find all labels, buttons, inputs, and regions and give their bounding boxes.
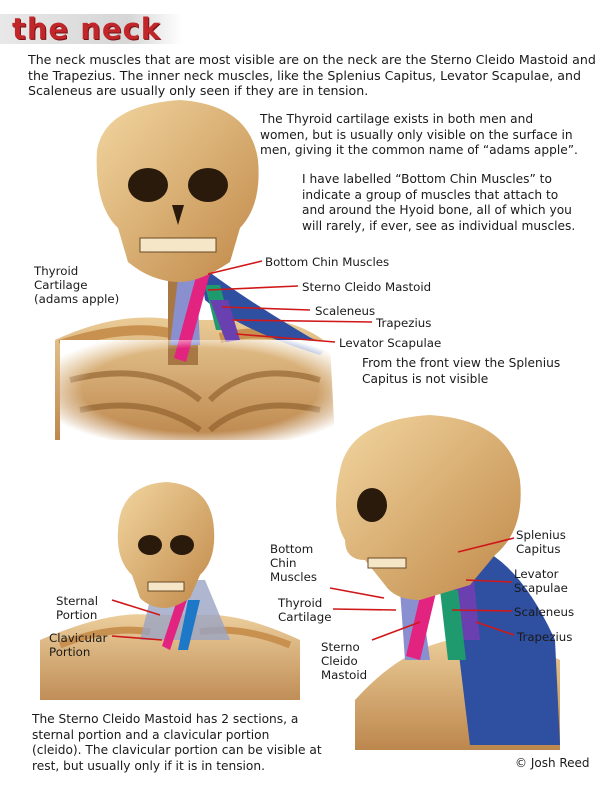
label-sterno-front: Sterno Cleido Mastoid (302, 280, 431, 294)
label-trapezius-side: Trapezius (517, 630, 572, 644)
label-sterno-side: Sterno Cleido Mastoid (321, 640, 367, 682)
thyroid-note: The Thyroid cartilage exists in both men… (260, 112, 580, 159)
label-clavicular-portion: Clavicular Portion (49, 631, 107, 659)
chin-muscles-note: I have labelled “Bottom Chin Muscles” to… (302, 172, 582, 234)
label-thyroid-side: Thyroid Cartilage (278, 596, 331, 624)
label-splenius-side: Splenius Capitus (516, 528, 566, 556)
label-thyroid-front: Thyroid Cartilage (adams apple) (34, 264, 119, 306)
label-levator-side: Levator Scapulae (514, 567, 568, 595)
label-bottom-chin-side: Bottom Chin Muscles (270, 542, 317, 584)
copyright-credit: © Josh Reed (515, 756, 590, 770)
label-trapezius-front: Trapezius (376, 316, 431, 330)
front-view-note: From the front view the Splenius Capitus… (362, 356, 582, 387)
small-front-figure (40, 482, 300, 700)
label-bottom-chin-front: Bottom Chin Muscles (265, 255, 389, 269)
label-levator-front: Levator Scapulae (339, 336, 441, 350)
label-sternal-portion: Sternal Portion (56, 594, 98, 622)
label-scaleneus-front: Scaleneus (315, 304, 375, 318)
scm-sections-note: The Sterno Cleido Mastoid has 2 sections… (32, 712, 322, 774)
label-scaleneus-side: Scaleneus (514, 605, 574, 619)
